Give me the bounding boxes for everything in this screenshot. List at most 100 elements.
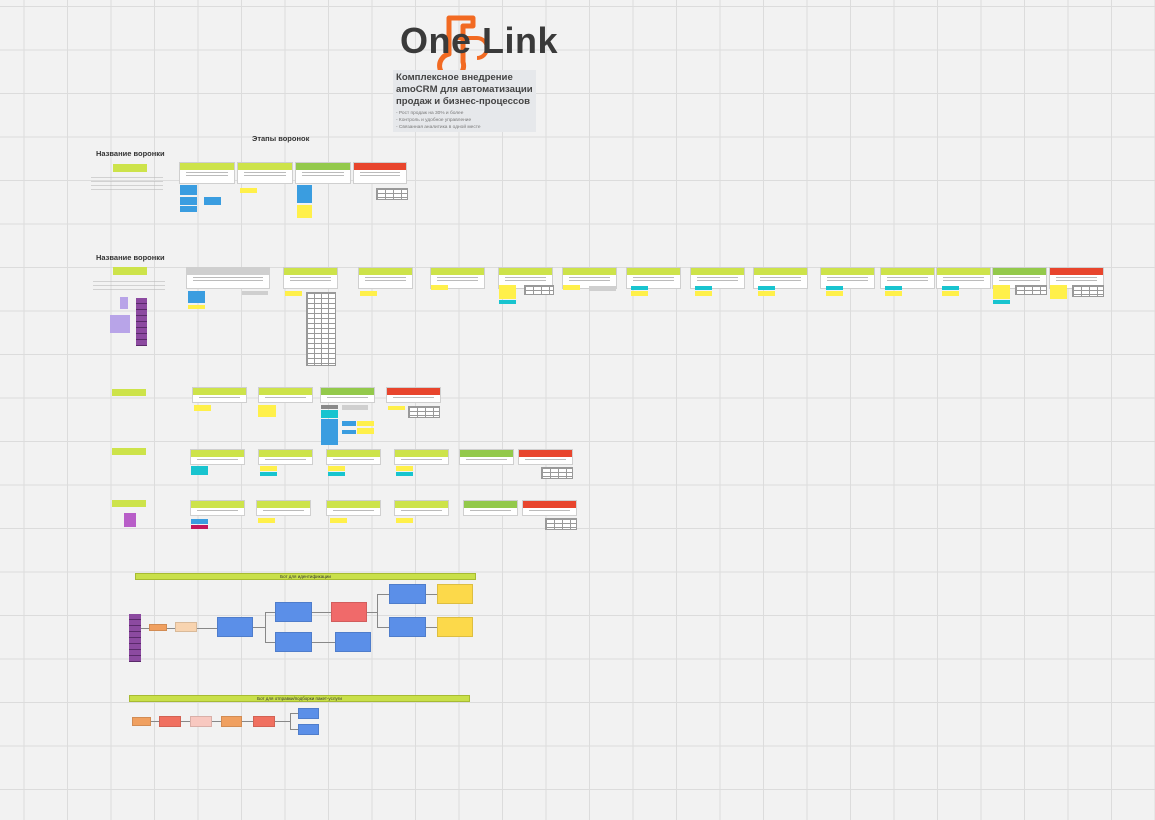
funnel-4-stage-won[interactable] (459, 449, 514, 465)
sticky-note[interactable] (695, 286, 712, 290)
mini-table[interactable] (524, 285, 554, 295)
mini-table[interactable] (1072, 285, 1104, 297)
sticky-note[interactable] (993, 285, 1010, 299)
sticky-note[interactable] (194, 405, 211, 411)
sticky-note[interactable] (328, 466, 345, 471)
sticky-note[interactable] (204, 197, 221, 205)
flow-node[interactable] (217, 617, 253, 637)
flow-node[interactable] (159, 716, 181, 727)
sticky-note[interactable] (631, 286, 648, 290)
sticky-note[interactable] (321, 410, 338, 418)
funnel-2-stage[interactable] (936, 267, 991, 289)
sticky-note[interactable] (695, 291, 712, 296)
funnel-2-stage[interactable] (498, 267, 553, 289)
sticky-note[interactable] (360, 291, 377, 296)
sticky-note[interactable] (342, 430, 356, 434)
flow-node[interactable] (298, 724, 319, 735)
funnel-1-stage-won[interactable] (295, 162, 351, 184)
sticky-note[interactable] (431, 285, 448, 290)
sticky-note[interactable] (180, 185, 197, 195)
stage-table[interactable] (306, 292, 336, 366)
sticky-note[interactable] (826, 291, 843, 296)
sticky-note[interactable] (942, 286, 959, 290)
flow-node[interactable] (190, 716, 212, 727)
sticky-note[interactable] (191, 519, 208, 524)
funnel-2-stage[interactable] (753, 267, 808, 289)
funnel-3-stage[interactable] (192, 387, 247, 403)
sticky-note[interactable] (188, 305, 205, 309)
sticky-note[interactable] (258, 405, 276, 417)
mini-table[interactable] (376, 188, 408, 200)
sticky-note[interactable] (285, 291, 302, 296)
sticky-note[interactable] (499, 300, 516, 304)
flow-node[interactable] (175, 622, 197, 632)
sticky-stack[interactable] (129, 614, 141, 662)
sticky-note[interactable] (188, 291, 205, 303)
sticky-note[interactable] (942, 291, 959, 296)
sticky-note[interactable] (180, 206, 197, 212)
sticky-note[interactable] (180, 197, 197, 205)
sticky-note[interactable] (242, 291, 268, 295)
sticky-note[interactable] (826, 286, 843, 290)
funnel-2-stage[interactable] (690, 267, 745, 289)
sticky-stack[interactable] (136, 298, 147, 346)
funnel-4-stage[interactable] (258, 449, 313, 465)
sticky-note[interactable] (1050, 285, 1067, 299)
sticky-note[interactable] (240, 188, 257, 193)
funnel-1-stage[interactable] (179, 162, 235, 184)
funnel-1-label[interactable] (113, 164, 147, 172)
sticky-note[interactable] (342, 405, 368, 410)
bot-1-bar[interactable]: Бот для идентификации (135, 573, 476, 580)
sticky-note[interactable] (388, 406, 405, 410)
funnel-2-stage[interactable] (430, 267, 485, 289)
flow-node[interactable] (253, 716, 275, 727)
mini-table[interactable] (408, 406, 440, 418)
sticky-note[interactable] (563, 285, 580, 290)
sticky-note[interactable] (297, 205, 312, 218)
sticky-note[interactable] (328, 472, 345, 476)
funnel-5-stage[interactable] (190, 500, 245, 516)
mini-table[interactable] (541, 467, 573, 479)
sticky-note[interactable] (124, 513, 136, 527)
sticky-note[interactable] (191, 525, 208, 529)
funnel-3-stage[interactable] (258, 387, 313, 403)
flow-node[interactable] (275, 602, 312, 622)
sticky-note[interactable] (357, 421, 374, 426)
flow-node[interactable] (149, 624, 167, 631)
sticky-note[interactable] (885, 286, 902, 290)
funnel-5-stage[interactable] (256, 500, 311, 516)
funnel-4-stage[interactable] (394, 449, 449, 465)
promo-card[interactable]: Комплексное внедрение amoCRM для автомат… (393, 70, 536, 132)
sticky-note[interactable] (120, 297, 128, 309)
funnel-2-stage[interactable] (186, 267, 270, 289)
funnel-3-stage-won[interactable] (320, 387, 375, 403)
funnel-3-stage-lost[interactable] (386, 387, 441, 403)
flow-node[interactable] (437, 617, 473, 637)
funnel-4-stage[interactable] (326, 449, 381, 465)
sticky-note[interactable] (321, 419, 338, 445)
sticky-note[interactable] (631, 291, 648, 296)
funnel-4-stage-lost[interactable] (518, 449, 573, 465)
sticky-note[interactable] (260, 466, 277, 471)
sticky-note[interactable] (499, 285, 516, 299)
sticky-note[interactable] (993, 300, 1010, 304)
funnel-2-stage[interactable] (626, 267, 681, 289)
flow-node[interactable] (331, 602, 367, 622)
flow-node[interactable] (221, 716, 242, 727)
flow-node[interactable] (298, 708, 319, 719)
sticky-note[interactable] (297, 185, 312, 203)
funnel-5-stage-won[interactable] (463, 500, 518, 516)
funnel-4-stage[interactable] (190, 449, 245, 465)
sticky-note[interactable] (191, 466, 208, 475)
funnel-1-stage-lost[interactable] (353, 162, 407, 184)
sticky-note[interactable] (260, 472, 277, 476)
funnel-1-stage[interactable] (237, 162, 293, 184)
funnel-2-stage[interactable] (562, 267, 617, 289)
sticky-note[interactable] (885, 291, 902, 296)
funnel-3-label[interactable] (112, 389, 146, 396)
sticky-note[interactable] (396, 518, 413, 523)
sticky-note[interactable] (321, 405, 338, 409)
funnel-2-stage[interactable] (880, 267, 935, 289)
sticky-note[interactable] (258, 518, 275, 523)
flow-node[interactable] (335, 632, 371, 652)
